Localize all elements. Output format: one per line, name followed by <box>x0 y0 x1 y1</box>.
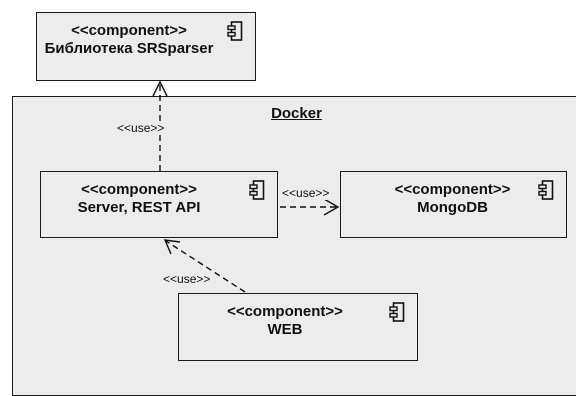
component-icon <box>389 302 405 322</box>
component-icon <box>227 21 243 41</box>
component-icon <box>249 180 265 200</box>
web-stereotype: <<component>> <box>227 303 343 320</box>
server-name: Server, REST API <box>77 199 201 216</box>
dependency-web-to-server <box>163 239 246 293</box>
component-mongodb: <<component>> MongoDB <box>340 171 567 238</box>
component-server: <<component>> Server, REST API <box>40 171 278 238</box>
mongodb-name: MongoDB <box>417 199 488 216</box>
docker-title: Docker <box>271 105 322 122</box>
dependency-server-to-mongodb <box>280 198 340 216</box>
component-web: <<component>> WEB <box>178 293 418 361</box>
library-stereotype: <<component>> <box>71 22 187 39</box>
server-to-mongodb-label: <<use>> <box>282 186 330 200</box>
library-name: Библиотека SRSparser <box>44 40 214 57</box>
server-to-library-label: <<use>> <box>117 121 165 135</box>
server-stereotype: <<component>> <box>81 181 197 198</box>
web-to-server-label: <<use>> <box>163 272 211 286</box>
web-name: WEB <box>267 321 303 338</box>
component-icon <box>538 180 554 200</box>
component-library: <<component>> Библиотека SRSparser <box>36 12 256 81</box>
mongodb-stereotype: <<component>> <box>394 181 511 198</box>
